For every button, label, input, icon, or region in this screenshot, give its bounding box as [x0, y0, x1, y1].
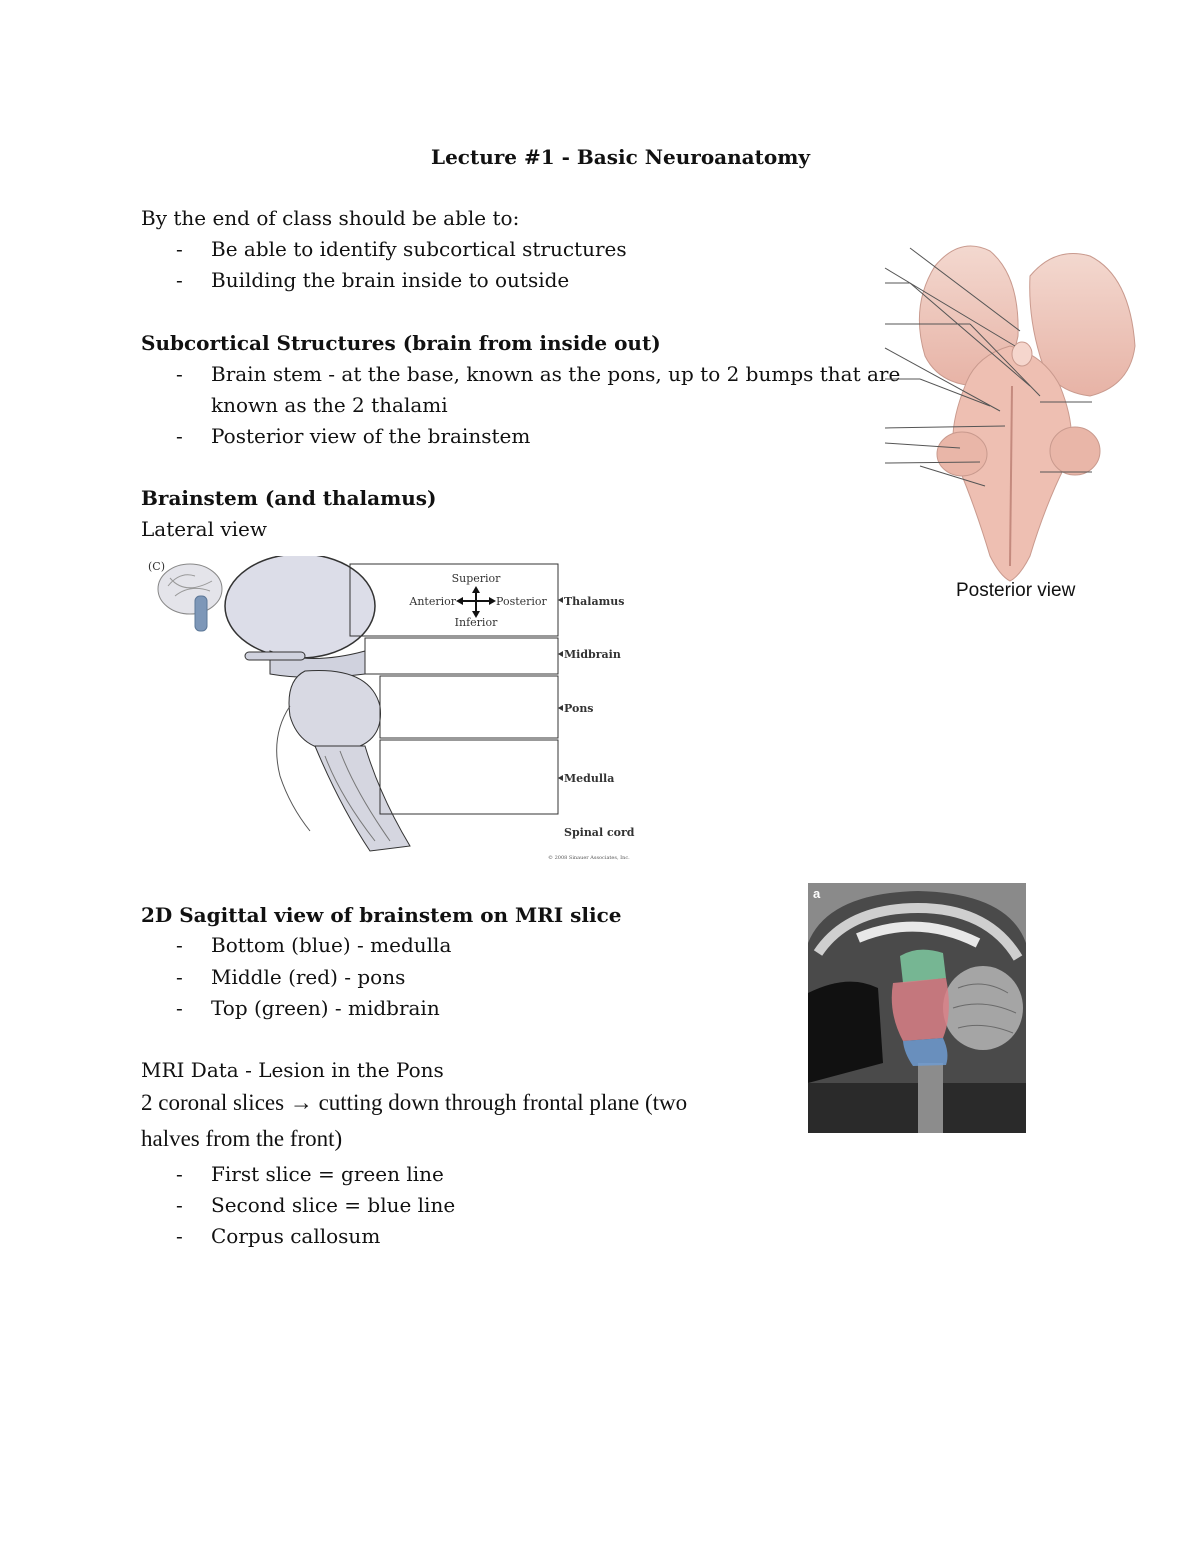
mri-data-heading: MRI Data - Lesion in the Pons	[141, 1058, 444, 1082]
bullet-dash: -	[176, 1224, 183, 1248]
sagittal-item: Middle (red) - pons	[211, 965, 406, 989]
intro-text: By the end of class should be able to:	[141, 206, 520, 230]
lateral-brainstem-image: Superior Inferior Anterior Posterior (C)…	[148, 553, 635, 861]
mri-data-item: Corpus callosum	[211, 1224, 381, 1248]
bullet-dash: -	[176, 933, 183, 957]
compass-inferior: Inferior	[455, 616, 498, 629]
compass-superior: Superior	[452, 572, 502, 585]
bullet-dash: -	[176, 1193, 183, 1217]
compass-anterior: Anterior	[408, 595, 456, 608]
section-heading-sagittal: 2D Sagittal view of brainstem on MRI sli…	[141, 903, 622, 927]
mri-panel-label: a	[813, 886, 821, 901]
subcortical-item: Posterior view of the brainstem	[211, 424, 531, 448]
posterior-view-caption: Posterior view	[956, 580, 1076, 601]
bullet-dash: -	[176, 1162, 183, 1186]
bullet-dash: -	[176, 965, 183, 989]
compass-posterior: Posterior	[496, 595, 548, 608]
mri-figure: a	[808, 883, 1026, 1133]
page-title: Lecture #1 - Basic Neuroanatomy	[431, 145, 810, 169]
coronal-slices-line2: halves from the front)	[141, 1126, 343, 1151]
subcortical-item: Brain stem - at the base, known as the p…	[211, 362, 901, 386]
lateral-view-label: Lateral view	[141, 517, 267, 541]
label-pons: Pons	[564, 702, 594, 715]
section-heading-subcortical: Subcortical Structures (brain from insid…	[141, 331, 661, 355]
label-medulla: Medulla	[564, 772, 614, 785]
label-thalamus: Thalamus	[564, 595, 624, 608]
objective-item: Building the brain inside to outside	[211, 268, 570, 292]
sagittal-item: Bottom (blue) - medulla	[211, 933, 452, 957]
figure-credit: © 2008 Sinauer Associates, Inc.	[548, 854, 630, 861]
posterior-brainstem-image	[884, 245, 1136, 582]
label-midbrain: Midbrain	[564, 648, 621, 661]
mri-sagittal-image: a	[808, 883, 1026, 1133]
mri-data-item: Second slice = blue line	[211, 1193, 456, 1217]
bullet-dash: -	[176, 237, 183, 261]
coronal-slices-line1: 2 coronal slices → cutting down through …	[141, 1090, 688, 1115]
bullet-dash: -	[176, 424, 183, 448]
lateral-view-figure: Superior Inferior Anterior Posterior (C)…	[140, 553, 650, 866]
objective-item: Be able to identify subcortical structur…	[211, 237, 627, 261]
sagittal-item: Top (green) - midbrain	[211, 996, 440, 1020]
section-heading-brainstem: Brainstem (and thalamus)	[141, 486, 437, 510]
bullet-dash: -	[176, 362, 183, 386]
bullet-dash: -	[176, 268, 183, 292]
posterior-view-figure: Posterior view	[880, 236, 1140, 606]
mri-data-item: First slice = green line	[211, 1162, 444, 1186]
label-spinal-cord: Spinal cord	[564, 826, 635, 839]
subcortical-item-continued: known as the 2 thalami	[211, 393, 448, 417]
bullet-dash: -	[176, 996, 183, 1020]
panel-label-c: (C)	[148, 560, 165, 573]
